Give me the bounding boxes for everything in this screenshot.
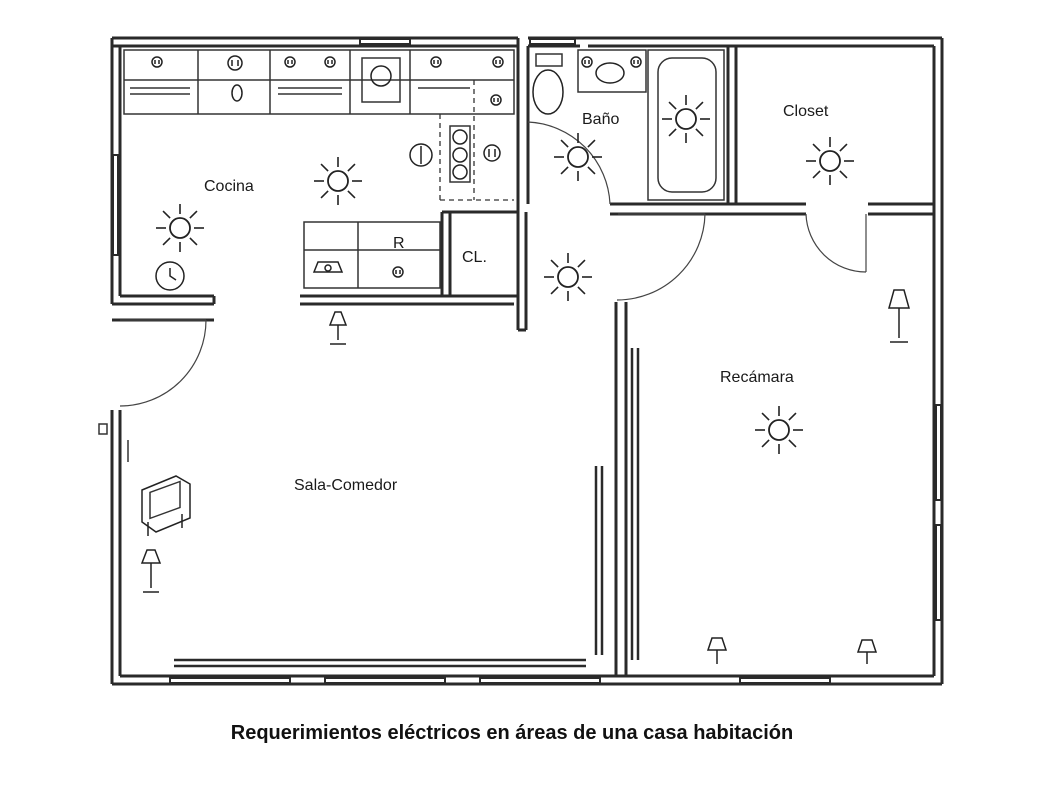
room-label-sala-comedor: Sala-Comedor [294, 477, 398, 494]
outlet-icon [430, 56, 442, 68]
outlet-icon [151, 56, 163, 68]
light-fixture-icon [554, 133, 602, 181]
outlet-icon [284, 56, 296, 68]
outlet-icon [492, 56, 504, 68]
room-label-closet: Closet [783, 103, 829, 120]
interior-walls [112, 38, 934, 676]
doorbell-icon [98, 423, 108, 435]
outlet-icon [231, 84, 243, 102]
television-icon [141, 475, 191, 536]
bathtub-icon [647, 49, 725, 201]
outlet-icon [324, 56, 336, 68]
clock-icon [155, 261, 185, 291]
lamp-icon [888, 289, 910, 343]
lamp-icon [706, 637, 728, 664]
room-label-cl: CL. [462, 249, 487, 266]
light-fixture-icon [156, 204, 204, 252]
light-fixture-icon [544, 253, 592, 301]
light-fixture-icon [806, 137, 854, 185]
outlet-icon [227, 55, 243, 71]
door-swings [119, 121, 867, 407]
lamp-icon [328, 311, 348, 345]
sink-icon [577, 49, 647, 93]
light-fixture-icon [662, 95, 710, 143]
lamp-icon [140, 549, 162, 593]
outlets [151, 55, 642, 278]
toilet-icon [532, 53, 564, 115]
light-fixture-icon [755, 406, 803, 454]
room-label-refrigerador: R [393, 235, 405, 252]
stove-icon [361, 57, 471, 183]
room-label-cocina: Cocina [204, 178, 254, 195]
kitchen-counters [123, 49, 515, 289]
windows [112, 38, 942, 684]
outlet-icon [490, 94, 502, 106]
figure-caption: Requerimientos eléctricos en áreas de un… [230, 722, 794, 744]
outlet-icon [630, 56, 642, 68]
light-fixture-icon [314, 157, 362, 205]
room-label-recamara: Recámara [720, 369, 794, 386]
light-fixtures [156, 95, 854, 454]
wardrobe-lines [174, 466, 604, 668]
room-label-bano: Baño [582, 111, 619, 128]
telephone-icon [312, 261, 344, 273]
lamp-icon [856, 639, 878, 664]
switch-icon [409, 143, 433, 167]
outlet-icon [483, 144, 501, 162]
outlet-icon [392, 266, 404, 278]
outlet-icon [581, 56, 593, 68]
